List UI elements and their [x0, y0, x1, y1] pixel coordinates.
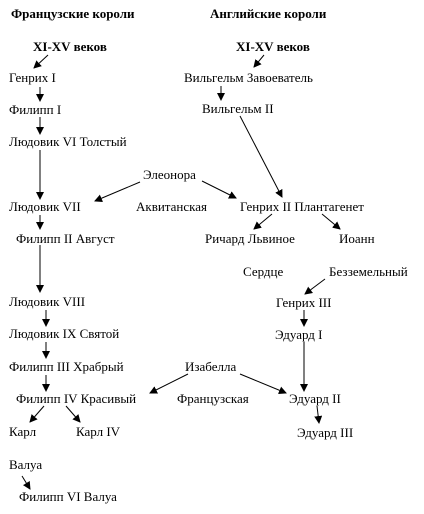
- arrow-isabella-to-philippe-iv: [149, 373, 189, 394]
- node-valois: Валуа: [9, 457, 43, 472]
- node-philippe-iii: Филипп III Храбрый: [9, 359, 124, 374]
- node-philippe-ii: Филипп II Август: [16, 231, 115, 246]
- node-en-century: XI-XV веков: [236, 39, 310, 54]
- arrow-philippe-iv-to-charles: [29, 405, 45, 423]
- node-louis-viii: Людовик VIII: [9, 294, 86, 309]
- arrow-henry-ii-to-john: [321, 213, 341, 230]
- node-lackland: Безземельный: [329, 264, 408, 279]
- node-william-conqueror: Вильгельм Завоеватель: [184, 70, 313, 85]
- node-edward-i: Эдуард I: [275, 327, 323, 342]
- node-henry-ii: Генрих II Плантагенет: [240, 199, 364, 214]
- english-kings-header: Английские короли: [210, 6, 327, 21]
- node-aquitaine: Аквитанская: [136, 199, 208, 214]
- french-kings-header: Французские короли: [11, 6, 135, 21]
- node-louis-vii: Людовик VII: [9, 199, 81, 214]
- node-edward-ii: Эдуард II: [289, 391, 341, 406]
- arrow-eleanor-to-louis-vii: [94, 181, 141, 202]
- node-charles: Карл: [9, 424, 37, 439]
- node-henri-i: Генрих I: [9, 70, 56, 85]
- node-william-ii: Вильгельм II: [202, 101, 274, 116]
- node-isabella: Изабелла: [185, 359, 237, 374]
- arrow-century-to-henri-i: [33, 54, 49, 69]
- arrow-century-to-william: [253, 54, 265, 68]
- node-heart: Сердце: [243, 264, 284, 279]
- node-philippe-iv: Филипп IV Красивый: [16, 391, 137, 406]
- node-charles-iv: Карл IV: [76, 424, 121, 439]
- node-richard: Ричард Львиное: [205, 231, 295, 246]
- arrow-william-ii-to-henry-ii: [239, 115, 283, 198]
- node-french-she: Французская: [177, 391, 249, 406]
- node-henry-iii: Генрих III: [276, 295, 332, 310]
- node-louis-ix: Людовик IX Святой: [9, 326, 120, 341]
- node-fr-century: XI-XV веков: [33, 39, 107, 54]
- node-edward-iii: Эдуард III: [297, 425, 354, 440]
- arrow-isabella-to-edward-ii: [239, 373, 287, 395]
- arrow-edward-ii-to-edward-iii: [314, 405, 323, 424]
- arrow-lackland-to-henry-iii: [304, 278, 326, 295]
- node-eleanor: Элеонора: [143, 167, 196, 182]
- node-philippe-vi: Филипп VI Валуа: [19, 489, 117, 504]
- arrow-philippe-iv-to-charles-iv: [65, 405, 81, 423]
- arrow-eleanor-to-henry-ii: [201, 180, 237, 199]
- node-john: Иоанн: [339, 231, 375, 246]
- arrow-valois-to-philippe-vi: [21, 475, 31, 490]
- node-louis-vi: Людовик VI Толстый: [9, 134, 127, 149]
- node-philippe-i: Филипп I: [9, 102, 62, 117]
- arrow-henry-ii-to-richard: [253, 213, 273, 230]
